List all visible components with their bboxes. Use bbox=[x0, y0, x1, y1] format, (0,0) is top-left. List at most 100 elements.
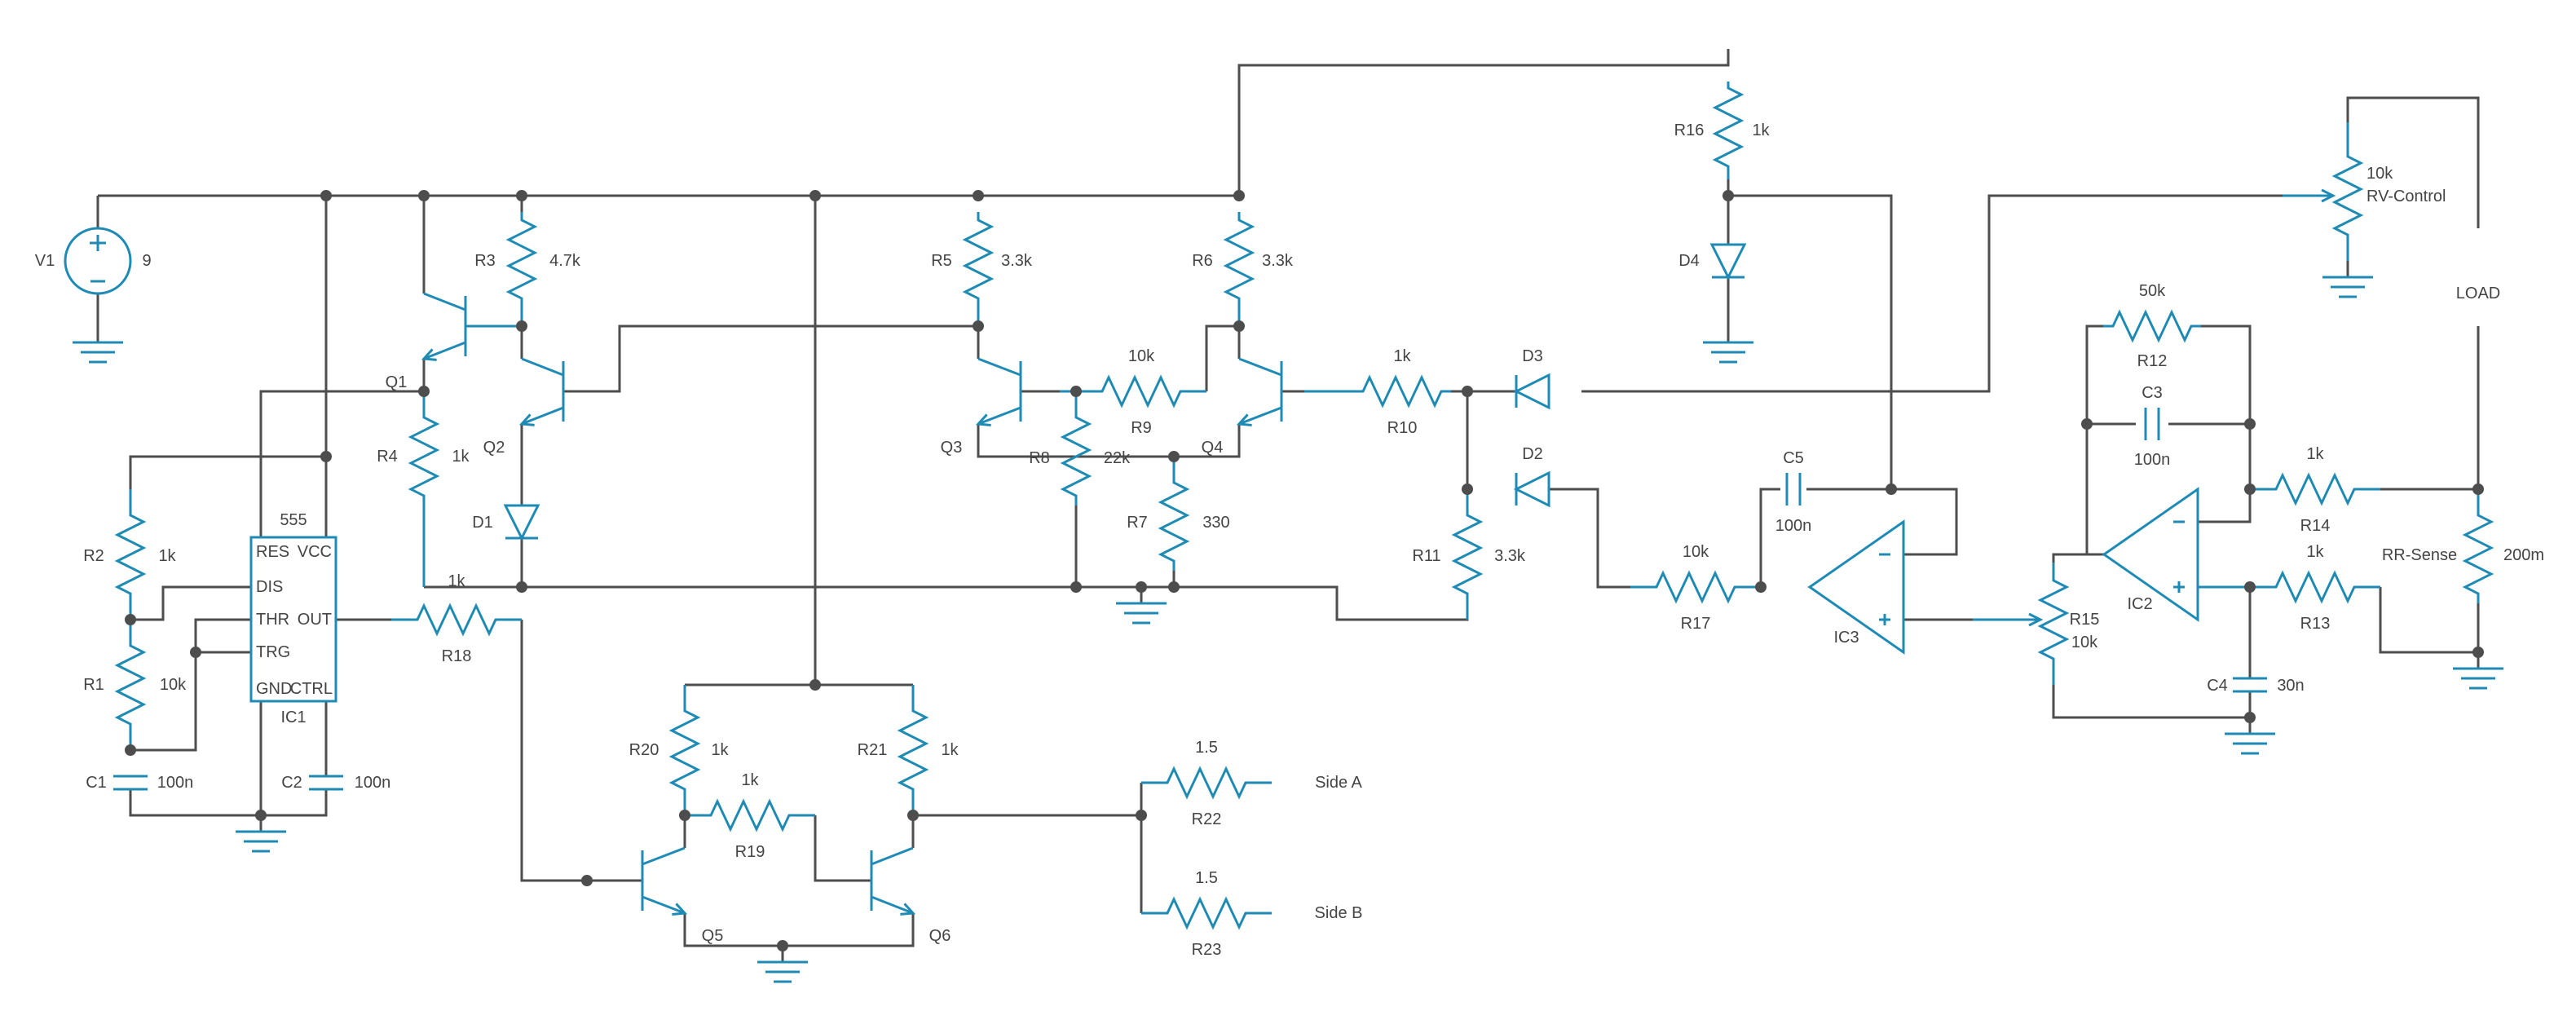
net-label-load: LOAD bbox=[2456, 285, 2500, 302]
resistor-r5 bbox=[962, 212, 995, 326]
junction-dot bbox=[516, 581, 527, 593]
junction-dot bbox=[418, 190, 430, 201]
v1-circle bbox=[64, 227, 132, 295]
label-r11-ref: R11 bbox=[1412, 547, 1440, 565]
label-r1-value: 10k bbox=[160, 676, 187, 694]
label-r7-value: 330 bbox=[1202, 514, 1229, 532]
transistor-q5-emitter-arrow bbox=[672, 903, 688, 916]
wire bbox=[814, 815, 871, 882]
label-c3-ref: C3 bbox=[2142, 384, 2163, 402]
capacitor-c1 bbox=[113, 775, 148, 791]
transistor-q4-collector bbox=[1238, 357, 1282, 377]
junction-dot bbox=[1462, 386, 1473, 397]
label-r18-value: 1k bbox=[448, 572, 465, 590]
resistor-r11 bbox=[1451, 489, 1484, 620]
label-d4-ref: D4 bbox=[1678, 252, 1700, 270]
label-r22-value: 1.5 bbox=[1195, 739, 1218, 757]
transistor-q4-emitter bbox=[1238, 406, 1282, 426]
resistor-r17 bbox=[1630, 570, 1761, 604]
label-r19-ref: R19 bbox=[735, 843, 765, 861]
label-ic1-pins-out: OUT bbox=[298, 611, 332, 629]
label-r17-ref: R17 bbox=[1681, 615, 1711, 633]
label-r2-ref: R2 bbox=[83, 547, 104, 565]
label-q4-ref: Q4 bbox=[1202, 439, 1224, 457]
resistor-r6 bbox=[1223, 212, 1255, 326]
wire bbox=[1549, 488, 1630, 589]
junction-dot bbox=[1233, 320, 1245, 332]
resistor-r9 bbox=[1060, 374, 1206, 408]
label-r23-ref: R23 bbox=[1192, 941, 1222, 959]
transistor-q1 bbox=[421, 292, 467, 361]
label-c5-ref: C5 bbox=[1783, 449, 1804, 467]
label-c4-ref: C4 bbox=[2207, 677, 2228, 695]
label-r8-ref: R8 bbox=[1029, 449, 1050, 467]
ground-symbol bbox=[2453, 667, 2503, 690]
resistor-r22 bbox=[1141, 766, 1272, 800]
junction-dot bbox=[679, 810, 690, 821]
transistor-q2 bbox=[518, 357, 565, 426]
resistor-rr-sense-body bbox=[2462, 489, 2494, 603]
junction-dot bbox=[1136, 581, 1147, 593]
label-v1-ref: V1 bbox=[35, 252, 55, 270]
wire bbox=[1728, 194, 1893, 489]
resistor-r15 bbox=[2037, 563, 2070, 685]
potentiometer-rv-control-body bbox=[2331, 122, 2364, 261]
transistor-q3 bbox=[975, 357, 1022, 427]
label-r13-ref: R13 bbox=[2300, 615, 2331, 633]
resistor-r16 bbox=[1712, 82, 1745, 179]
label-r15-value: 10k bbox=[2071, 634, 2098, 651]
ground-symbol bbox=[1116, 602, 1167, 625]
capacitor-c3 bbox=[2144, 408, 2160, 440]
label-r5-value: 3.3k bbox=[1001, 252, 1033, 270]
label-d1-ref: D1 bbox=[472, 514, 493, 532]
diode-d1-triangle bbox=[503, 504, 540, 541]
junction-dot bbox=[581, 875, 593, 886]
label-ic1-value: 555 bbox=[280, 511, 307, 529]
label-r16-ref: R16 bbox=[1674, 121, 1705, 139]
transistor-q1-emitter-arrow bbox=[421, 348, 437, 361]
resistor-r15-body bbox=[2037, 563, 2070, 685]
wire bbox=[129, 455, 326, 489]
resistor-r21 bbox=[897, 685, 929, 815]
transistor-q3-emitter bbox=[977, 406, 1021, 426]
transistor-q3-collector bbox=[977, 357, 1021, 377]
wiper-arrow bbox=[2283, 188, 2336, 203]
junction-dot bbox=[1722, 190, 1734, 201]
label-r2-value: 1k bbox=[158, 547, 176, 565]
resistor-r1 bbox=[114, 620, 147, 750]
net-label-side-b: Side B bbox=[1315, 904, 1363, 922]
wire bbox=[1237, 49, 1730, 196]
transistor-q5 bbox=[641, 846, 688, 916]
label-ic2-ref: IC2 bbox=[2127, 595, 2152, 613]
label-r11-value: 3.3k bbox=[1494, 547, 1526, 565]
label-q1-ref: Q1 bbox=[386, 373, 408, 391]
label-q6-ref: Q6 bbox=[929, 927, 951, 945]
junction-dot bbox=[1462, 483, 1473, 495]
wire bbox=[1806, 488, 1958, 556]
label-r12-value: 50k bbox=[2139, 282, 2166, 300]
label-r12-ref: R12 bbox=[2137, 352, 2168, 370]
label-r8-value: 22k bbox=[1104, 449, 1131, 467]
label-r16-value: 1k bbox=[1752, 121, 1770, 139]
junction-dot bbox=[320, 451, 332, 462]
resistor-r4-body bbox=[408, 391, 440, 587]
label-r9-ref: R9 bbox=[1131, 419, 1152, 437]
ic1-body bbox=[249, 536, 337, 703]
resistor-r2-body bbox=[114, 489, 147, 620]
transistor-q4 bbox=[1236, 357, 1283, 427]
label-rv-ref: RV-Control bbox=[2366, 188, 2446, 205]
label-r14-value: 1k bbox=[2306, 445, 2324, 463]
capacitor-c2 bbox=[309, 775, 343, 791]
label-r6-ref: R6 bbox=[1192, 252, 1213, 270]
resistor-r3-body bbox=[505, 212, 538, 326]
junction-dot bbox=[320, 190, 332, 201]
resistor-r8 bbox=[1060, 391, 1092, 506]
diode-d2 bbox=[1513, 470, 1550, 508]
label-rv-value: 10k bbox=[2366, 165, 2393, 183]
resistor-r16-body bbox=[1712, 82, 1745, 179]
wire bbox=[259, 359, 426, 537]
ground-symbol bbox=[73, 341, 123, 364]
resistor-r17-body bbox=[1630, 570, 1761, 604]
